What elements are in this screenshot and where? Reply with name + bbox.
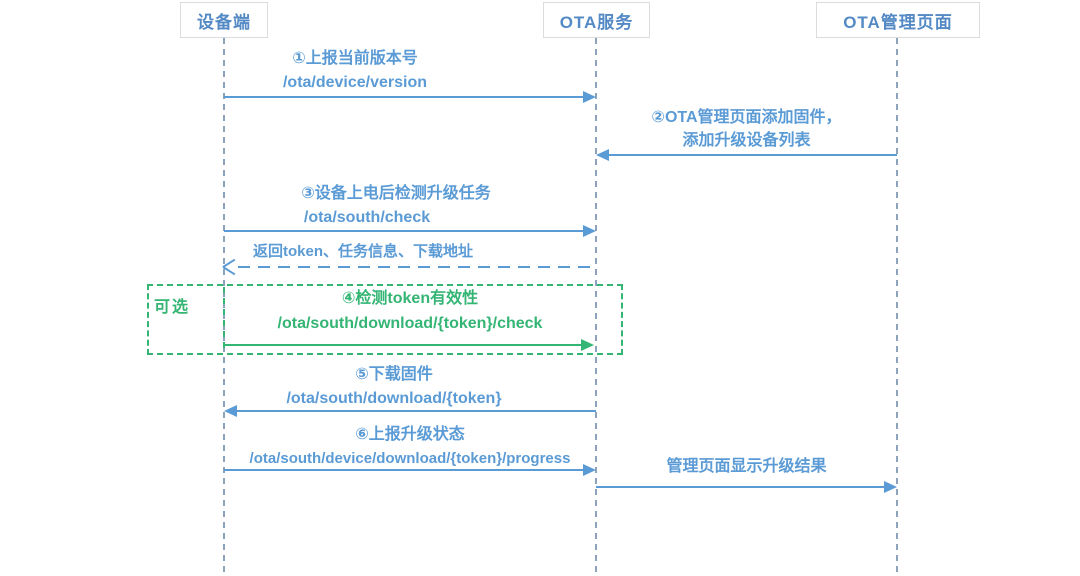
participant-ota-service: OTA服务 [543,2,650,38]
message-3-arrowhead-icon [583,225,596,237]
optional-fragment-divider [223,287,225,352]
message-5-path: /ota/south/download/{token} [286,390,502,407]
message-4-arrowhead-icon [581,339,594,351]
return-message-open-arrowhead-icon [223,258,237,276]
message-5-arrowhead-icon [224,405,237,417]
message-3-arrow-line [224,230,584,232]
participant-ota-service-label: OTA服务 [559,12,634,32]
message-2-line2: 添加升级设备列表 [682,132,811,149]
participant-device: 设备端 [180,2,268,38]
optional-fragment-label: 可选 [154,299,191,316]
message-4-title: ④检测token有效性 [341,290,479,307]
participant-ota-admin: OTA管理页面 [816,2,980,38]
optional-fragment-box [147,284,623,355]
message-2-arrowhead-icon [596,149,609,161]
message-1-title: ①上报当前版本号 [292,50,418,67]
message-7-arrowhead-icon [884,481,897,493]
lifeline-ota-service [595,38,597,572]
message-1-path: /ota/device/version [282,74,428,91]
return-message-title: 返回token、任务信息、下载地址 [252,243,473,260]
message-2-line1: ②OTA管理页面添加固件， [651,109,842,126]
participant-ota-admin-label: OTA管理页面 [843,12,953,32]
message-7-title: 管理页面显示升级结果 [666,458,827,475]
message-1-arrowhead-icon [583,91,596,103]
message-6-arrowhead-icon [583,464,596,476]
message-3-path: /ota/south/check [303,209,431,226]
lifeline-ota-admin [896,38,898,572]
message-6-path: /ota/south/device/download/{token}/progr… [249,450,571,467]
return-message-arrow-line [238,266,596,268]
message-4-arrow-line [224,344,582,346]
message-6-title: ⑥上报升级状态 [355,426,465,443]
message-5-arrow-line [236,410,596,412]
participant-device-label: 设备端 [197,12,251,32]
message-7-arrow-line [596,486,885,488]
message-6-arrow-line [224,469,584,471]
message-1-arrow-line [224,96,584,98]
message-4-path: /ota/south/download/{token}/check [277,315,543,332]
message-2-arrow-line [608,154,897,156]
message-3-title: ③设备上电后检测升级任务 [301,185,491,202]
message-5-title: ⑤下载固件 [355,366,433,383]
